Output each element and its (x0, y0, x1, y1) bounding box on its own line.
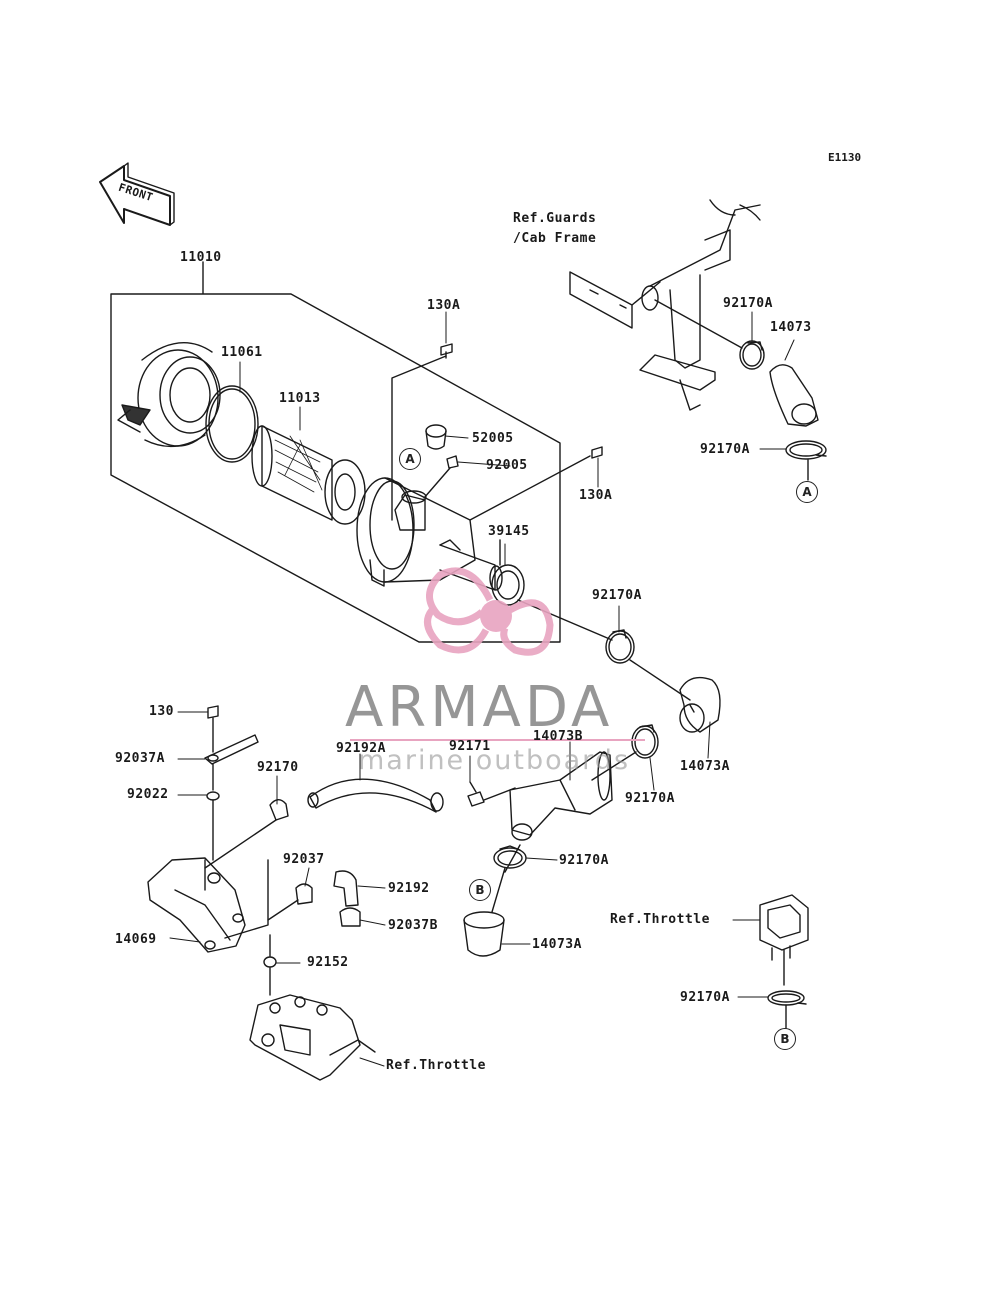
part-label-14073A-lower: 14073A (532, 937, 582, 952)
part-label-92171: 92171 (449, 739, 491, 754)
front-arrow-icon (99, 162, 175, 226)
throttle-body-right (759, 894, 809, 986)
part-label-92022: 92022 (127, 787, 169, 802)
connection-marker-a-hose: A (796, 481, 818, 503)
clamp-92170A-top (739, 340, 765, 370)
part-label-ref-throttle-lower: Ref.Throttle (386, 1058, 486, 1073)
clamp-92037B (339, 907, 361, 927)
part-label-92192A: 92192A (336, 741, 386, 756)
part-label-92170A-lower: 92170A (625, 791, 675, 806)
part-label-11013: 11013 (279, 391, 321, 406)
part-label-92192: 92192 (388, 881, 430, 896)
clamp-92171 (467, 781, 516, 807)
clamp-92170A-lower-right (591, 724, 659, 781)
clamp-92170A-mid (605, 629, 691, 701)
assembly-bracket-11010 (110, 261, 561, 643)
cap-52005 (425, 424, 447, 450)
part-label-130: 130 (149, 704, 174, 719)
hose-14073A-lower (463, 911, 505, 957)
part-label-52005: 52005 (472, 431, 514, 446)
part-label-92170A-below: 92170A (700, 442, 750, 457)
diagram-code: E1130 (828, 151, 862, 164)
part-label-14069: 14069 (115, 932, 157, 947)
part-label-92170A-mid: 92170A (592, 588, 642, 603)
part-label-92037B: 92037B (388, 918, 438, 933)
part-label-92037A: 92037A (115, 751, 165, 766)
part-label-130A-mid: 130A (579, 488, 613, 503)
part-label-92170A-top: 92170A (723, 296, 773, 311)
part-label-ref-throttle-right: Ref.Throttle (610, 912, 710, 927)
part-label-92170A-center: 92170A (559, 853, 609, 868)
connection-marker-b-throttle: B (774, 1028, 796, 1050)
bolt-130A-mid (469, 446, 603, 521)
clamp-92170A-lower-right-bottom (767, 990, 807, 1029)
part-label-14073A-right: 14073A (680, 759, 730, 774)
duct-39145 (491, 539, 613, 641)
leader-lines (169, 311, 795, 1067)
elbow-14073B (504, 751, 613, 873)
bolt-130A-top (391, 343, 453, 521)
washer-92152 (263, 934, 277, 996)
part-label-ref-guards: Ref.Guards /Cab Frame (513, 211, 597, 246)
watermark-title: ARMADA (345, 675, 614, 740)
part-label-14073B: 14073B (533, 729, 583, 744)
clamp-92170 (204, 799, 289, 869)
guards-cab-frame (569, 199, 761, 411)
part-label-130A-top: 130A (427, 298, 461, 313)
o-ring-11061 (205, 385, 259, 463)
hose-14073A-right (679, 676, 721, 733)
watermark-subtitle: marine outboards (358, 745, 631, 776)
connection-marker-b-hose: B (469, 879, 491, 901)
connection-marker-a-housing: A (399, 448, 421, 470)
strap-92037A (204, 734, 259, 791)
clamp-92037 (267, 883, 313, 921)
part-label-11010: 11010 (180, 250, 222, 265)
air-cleaner-cover (117, 342, 221, 448)
clip-92005 (423, 455, 459, 499)
part-label-92170: 92170 (257, 760, 299, 775)
part-label-39145: 39145 (488, 524, 530, 539)
clamp-92170A-below-14073 (785, 440, 827, 481)
part-label-92170A-bottom: 92170A (680, 990, 730, 1005)
part-label-92037: 92037 (283, 852, 325, 867)
air-filter-element (251, 425, 366, 525)
hose-92192A (307, 778, 444, 813)
washer-92022 (206, 791, 220, 861)
air-cleaner-housing (356, 477, 503, 591)
part-label-92152: 92152 (307, 955, 349, 970)
hose-14073 (769, 364, 819, 427)
part-label-92005: 92005 (486, 458, 528, 473)
bolt-130-lower (207, 705, 219, 753)
part-label-14073: 14073 (770, 320, 812, 335)
watermark-propeller-icon (424, 567, 554, 656)
throttle-body-lower (249, 994, 376, 1081)
hose-92192 (333, 870, 359, 907)
part-label-11061: 11061 (221, 345, 263, 360)
clamp-92170A-center (491, 845, 527, 913)
bracket-14069 (147, 857, 269, 953)
